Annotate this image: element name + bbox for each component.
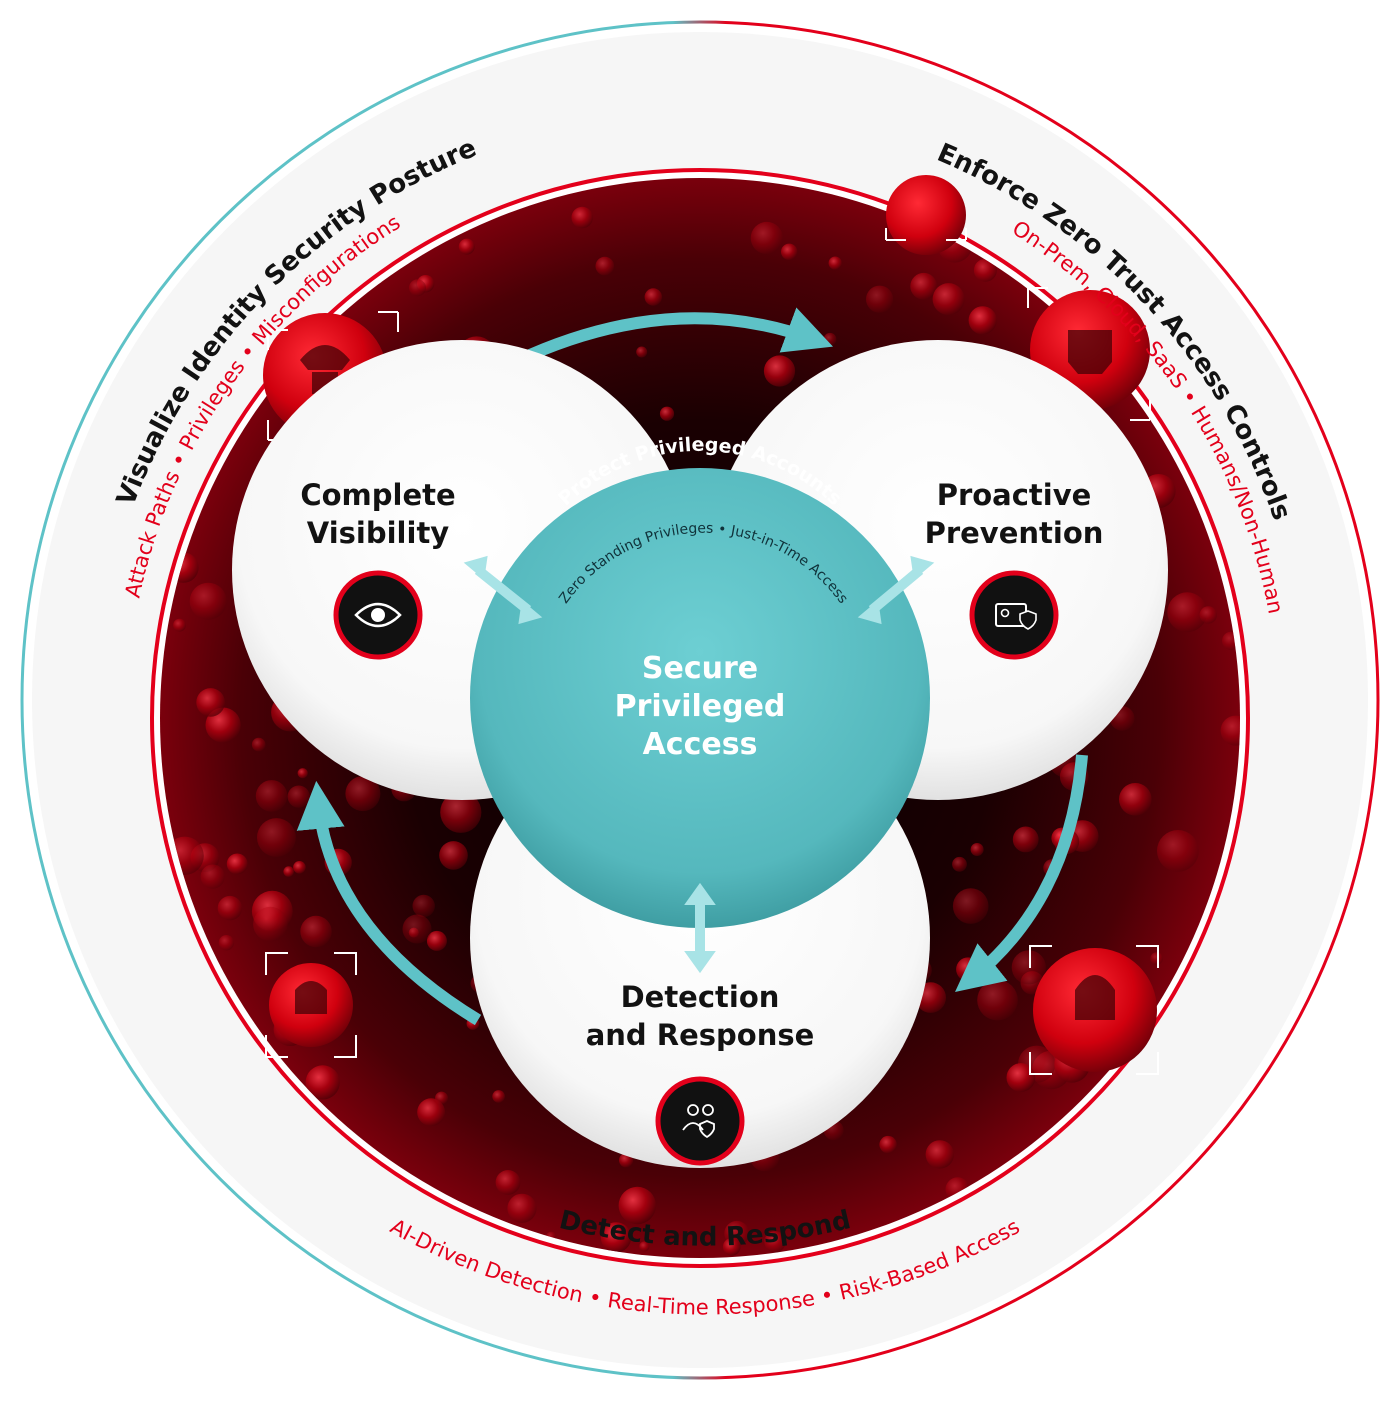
background-dot <box>618 1186 656 1225</box>
background-dot <box>412 894 435 918</box>
core-title-line1: Secure <box>642 651 758 686</box>
background-dot <box>1119 783 1152 816</box>
background-dot <box>440 791 482 833</box>
background-dot <box>925 1140 954 1169</box>
background-dot <box>600 1222 632 1253</box>
background-dot <box>507 1193 537 1223</box>
pillar-1-title-line2: Visibility <box>307 516 450 550</box>
background-dot <box>571 206 593 229</box>
background-dot <box>1012 826 1039 853</box>
background-dot <box>345 776 381 812</box>
background-dot <box>763 355 796 387</box>
background-dot <box>636 346 648 358</box>
background-dot <box>287 785 310 808</box>
background-dot <box>973 258 997 282</box>
cycle-arrow-right <box>955 754 1088 993</box>
background-dot <box>750 221 783 255</box>
core-title-line2: Privileged <box>615 689 786 724</box>
background-dot <box>255 780 288 812</box>
id-badge-shield-icon <box>969 570 1059 660</box>
background-dot <box>402 914 432 944</box>
background-dot <box>458 238 475 255</box>
background-dot <box>1167 592 1208 633</box>
background-dot <box>200 864 225 889</box>
background-dot <box>932 283 965 316</box>
background-dot <box>495 1170 521 1195</box>
pillar-1-title-line1: Complete <box>300 478 455 512</box>
background-dot <box>218 935 235 951</box>
background-dot <box>977 979 1018 1021</box>
pillar-3-title-line2: and Response <box>586 1018 815 1052</box>
background-dot <box>722 1238 741 1256</box>
background-dot <box>251 737 266 752</box>
background-dot <box>866 285 894 313</box>
background-dot <box>439 841 468 870</box>
background-dot <box>879 1135 897 1154</box>
background-dot <box>639 1241 650 1252</box>
background-dot <box>426 930 447 951</box>
background-dot <box>828 256 842 270</box>
background-dot <box>595 256 615 276</box>
cycle-arrow-top <box>527 307 834 361</box>
background-dot <box>644 288 662 306</box>
background-dot <box>257 818 296 857</box>
pillar-2-title-line1: Proactive <box>937 478 1092 512</box>
secure-privileged-access-core <box>470 468 930 928</box>
pillar-3-title-line1: Detection <box>621 980 780 1014</box>
background-dot <box>283 866 295 877</box>
background-dot <box>189 582 227 620</box>
background-dot <box>297 768 308 779</box>
background-dot <box>823 332 837 346</box>
background-dot <box>205 707 241 743</box>
background-dot <box>952 856 967 872</box>
background-dot <box>1006 1063 1036 1092</box>
double-arrow-right <box>857 555 935 625</box>
background-dot <box>226 853 248 875</box>
background-dot <box>492 1090 505 1103</box>
background-dot <box>217 895 243 921</box>
background-dot <box>1150 952 1163 965</box>
background-dot <box>1157 830 1199 872</box>
background-dot <box>293 861 306 874</box>
background-dot <box>253 906 288 942</box>
background-dot <box>659 406 675 421</box>
cycle-arrow-left <box>296 780 482 1026</box>
helmet-icon <box>885 175 967 255</box>
background-dot <box>781 243 798 260</box>
background-dot <box>173 618 186 632</box>
users-shield-icon <box>655 1076 745 1166</box>
background-dot <box>300 915 332 948</box>
background-dot <box>968 306 997 335</box>
pillar-2-title-line2: Prevention <box>925 516 1104 550</box>
background-dot <box>409 279 426 297</box>
background-dot <box>952 888 989 924</box>
eye-icon <box>333 570 423 660</box>
core-title-line3: Access <box>643 727 758 762</box>
background-dot <box>970 843 984 856</box>
background-dot <box>764 1231 786 1253</box>
double-arrow-left <box>463 555 543 625</box>
background-dot <box>1220 715 1240 746</box>
background-dot <box>1011 950 1046 985</box>
background-dot <box>1199 606 1218 624</box>
flaming-skull-icon <box>1029 945 1159 1075</box>
skull-mask-icon <box>265 952 357 1058</box>
double-arrow-bottom <box>684 882 716 974</box>
background-dot <box>305 1065 340 1100</box>
background-dot <box>196 688 225 717</box>
background-dot <box>417 1098 445 1127</box>
background-dot <box>910 272 938 300</box>
